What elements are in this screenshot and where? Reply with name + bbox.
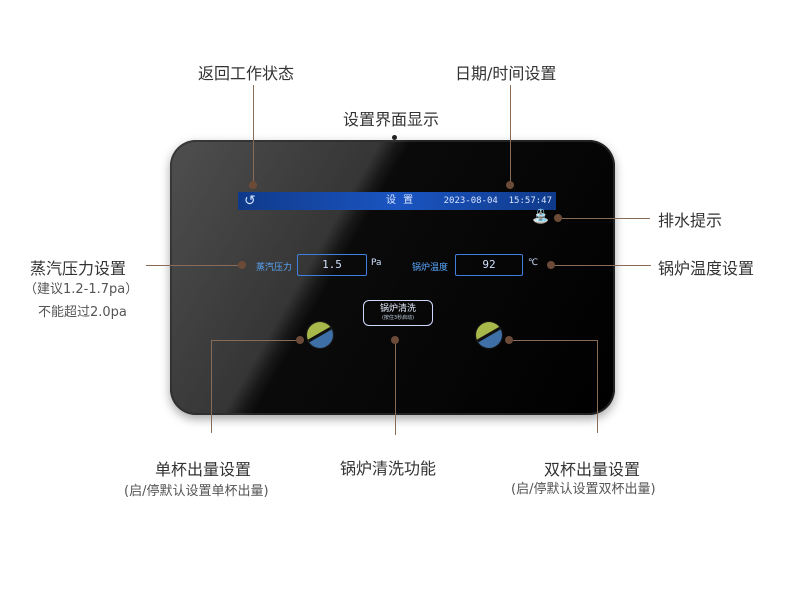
leader-drain xyxy=(558,218,650,219)
boiler-temp-label: 锅炉温度 xyxy=(412,263,449,273)
date-value: 2023-08-04 xyxy=(443,196,498,206)
leader-double-h xyxy=(509,340,598,341)
time-value: 15:57:47 xyxy=(508,196,552,206)
leader-back xyxy=(253,85,254,185)
callout-datetime: 日期/时间设置 xyxy=(455,64,557,83)
device-panel xyxy=(170,140,615,415)
datetime-display[interactable]: 2023-08-04 15:57:47 xyxy=(444,192,552,210)
leader-dot-single xyxy=(296,336,304,344)
leader-dot-clean xyxy=(391,336,399,344)
boiler-clean-button[interactable]: 锅炉清洗 (按住3秒启动) xyxy=(363,300,433,326)
leader-dot-datetime xyxy=(506,181,514,189)
leader-double-v xyxy=(597,340,598,433)
status-bar: ↺ 设 置 2023-08-04 15:57:47 xyxy=(238,192,556,210)
callout-steam-pressure: 蒸汽压力设置 xyxy=(30,259,127,278)
callout-steam-note-1: （建议1.2-1.7pa） xyxy=(24,282,139,297)
callout-single-cup: 单杯出量设置 xyxy=(155,460,252,479)
callout-settings-screen: 设置界面显示 xyxy=(343,110,440,129)
callout-double-cup: 双杯出量设置 xyxy=(544,460,641,479)
callout-drain: 排水提示 xyxy=(658,211,723,230)
back-icon[interactable]: ↺ xyxy=(244,193,256,209)
leader-steam xyxy=(146,265,242,266)
callout-steam-note-2: 不能超过2.0pa xyxy=(38,305,127,320)
leader-clean xyxy=(395,340,396,435)
camera-dot xyxy=(392,135,397,140)
leader-dot-back xyxy=(249,181,257,189)
leader-datetime xyxy=(510,85,511,185)
boiler-clean-label: 锅炉清洗 xyxy=(379,304,416,314)
callout-boiler-clean: 锅炉清洗功能 xyxy=(340,459,437,478)
leader-single-h xyxy=(211,340,301,341)
leader-dot-boiler-temp xyxy=(547,261,555,269)
callout-single-cup-note: (启/停默认设置单杯出量) xyxy=(124,484,269,499)
callout-boiler-temp: 锅炉温度设置 xyxy=(658,259,755,278)
steam-pressure-unit: Pa xyxy=(371,258,382,268)
callout-back: 返回工作状态 xyxy=(198,64,295,83)
boiler-temp-unit: ℃ xyxy=(528,258,539,268)
leader-single-v xyxy=(211,340,212,433)
steam-pressure-input[interactable]: 1.5 xyxy=(297,254,367,276)
leader-dot-drain xyxy=(554,214,562,222)
boiler-temp-input[interactable]: 92 xyxy=(455,254,523,276)
leader-dot-steam xyxy=(238,261,246,269)
callout-double-cup-note: (启/停默认设置双杯出量) xyxy=(511,482,656,497)
steam-pressure-label: 蒸汽压力 xyxy=(256,263,293,273)
leader-dot-double xyxy=(505,336,513,344)
boiler-clean-hint: (按住3秒启动) xyxy=(381,315,415,321)
leader-boiler-temp xyxy=(551,265,651,266)
screen-title: 设 置 xyxy=(386,195,416,206)
drain-faucet-icon[interactable]: ⛲ xyxy=(532,209,550,225)
